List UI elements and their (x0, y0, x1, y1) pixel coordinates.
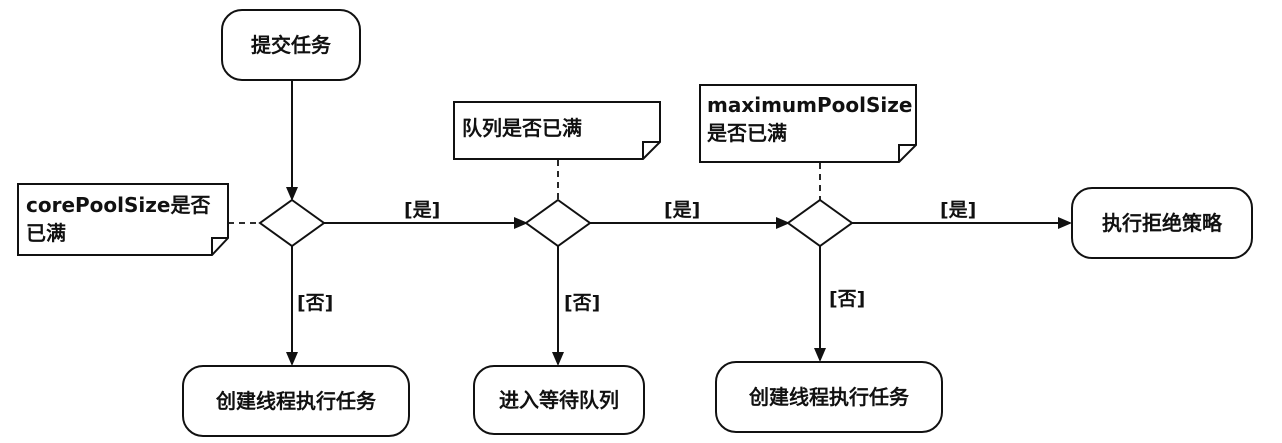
decisions (258, 198, 854, 248)
note-core-pool-line1: corePoolSize是否 (26, 193, 210, 217)
notes: corePoolSize是否 已满 队列是否已满 maximumPoolSize… (17, 84, 917, 256)
node-reject: 执行拒绝策略 (1071, 187, 1253, 259)
node-reject-label: 执行拒绝策略 (1102, 211, 1223, 235)
decision-max-pool (786, 198, 854, 248)
nodes: 提交任务 创建线程执行任务 进入等待队列 创建线程执行任务 执行拒绝策略 (182, 9, 1253, 437)
label-max-no: [否] (829, 288, 865, 310)
note-core-pool: corePoolSize是否 已满 (17, 183, 229, 256)
note-connectors (228, 160, 821, 224)
note-max-pool: maximumPoolSize 是否已满 (699, 84, 917, 163)
label-queue-no: [否] (564, 292, 600, 314)
label-core-no: [否] (297, 292, 333, 314)
node-enter-queue-label: 进入等待队列 (499, 388, 619, 412)
note-max-pool-line2: 是否已满 (706, 121, 787, 145)
node-start: 提交任务 (221, 9, 361, 81)
label-max-yes: [是] (940, 199, 976, 221)
edges (286, 80, 1072, 366)
label-queue-yes: [是] (664, 199, 700, 221)
note-queue-line1: 队列是否已满 (462, 116, 582, 140)
node-create-thread-2: 创建线程执行任务 (715, 361, 943, 433)
edge-labels: [是] [是] [是] [否] [否] [否] (297, 199, 976, 314)
node-enter-queue: 进入等待队列 (473, 365, 645, 435)
label-core-yes: [是] (404, 199, 440, 221)
note-queue: 队列是否已满 (453, 101, 661, 160)
node-create-thread-1-label: 创建线程执行任务 (215, 389, 377, 413)
node-start-label: 提交任务 (251, 33, 332, 57)
decision-core-pool (258, 198, 326, 248)
note-max-pool-line1: maximumPoolSize (707, 93, 912, 117)
node-create-thread-2-label: 创建线程执行任务 (748, 385, 910, 409)
note-core-pool-line2: 已满 (26, 221, 66, 245)
node-create-thread-1: 创建线程执行任务 (182, 365, 410, 437)
decision-queue (524, 198, 592, 248)
